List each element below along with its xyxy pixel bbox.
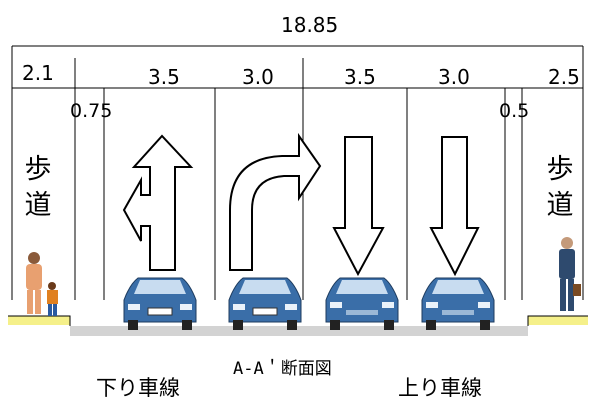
lane2-width-label: 3.0 — [242, 65, 274, 89]
division-lines — [11, 58, 584, 300]
section-caption: A-A＇断面図 — [233, 359, 332, 379]
right-sidewalk-label: 歩道 — [546, 154, 574, 221]
down-arrow-icon-2 — [429, 136, 480, 277]
right-curb-edge — [527, 315, 588, 326]
up-lanes-label: 上り車線 — [398, 376, 482, 400]
car-icon-2 — [228, 277, 302, 330]
down-lanes-label: 下り車線 — [96, 376, 180, 400]
car-icon-4 — [421, 277, 495, 330]
car-icon-3 — [325, 277, 399, 330]
straight-left-arrow-icon — [122, 134, 194, 271]
left-curb-edge — [8, 315, 71, 326]
car-icon-1 — [123, 277, 197, 330]
left-sidewalk-width-label: 2.1 — [22, 61, 54, 85]
right-sidewalk-width-label: 2.5 — [548, 65, 580, 89]
pedestrian-businessman-icon — [559, 237, 581, 311]
lane1-width-label: 3.5 — [148, 65, 180, 89]
left-curb — [8, 316, 70, 325]
road-surface — [70, 326, 528, 336]
left-margin-width-label: 0.75 — [70, 100, 113, 122]
lane4-width-label: 3.0 — [438, 65, 470, 89]
right-margin-width-label: 0.5 — [499, 100, 530, 122]
right-turn-arrow-icon — [229, 132, 322, 271]
right-curb — [528, 316, 588, 325]
lane3-width-label: 3.5 — [344, 65, 376, 89]
left-sidewalk-label: 歩道 — [24, 154, 52, 221]
pedestrian-adult-child-icon — [26, 252, 58, 316]
total-width-label: 18.85 — [281, 13, 339, 37]
down-arrow-icon-1 — [332, 136, 385, 277]
